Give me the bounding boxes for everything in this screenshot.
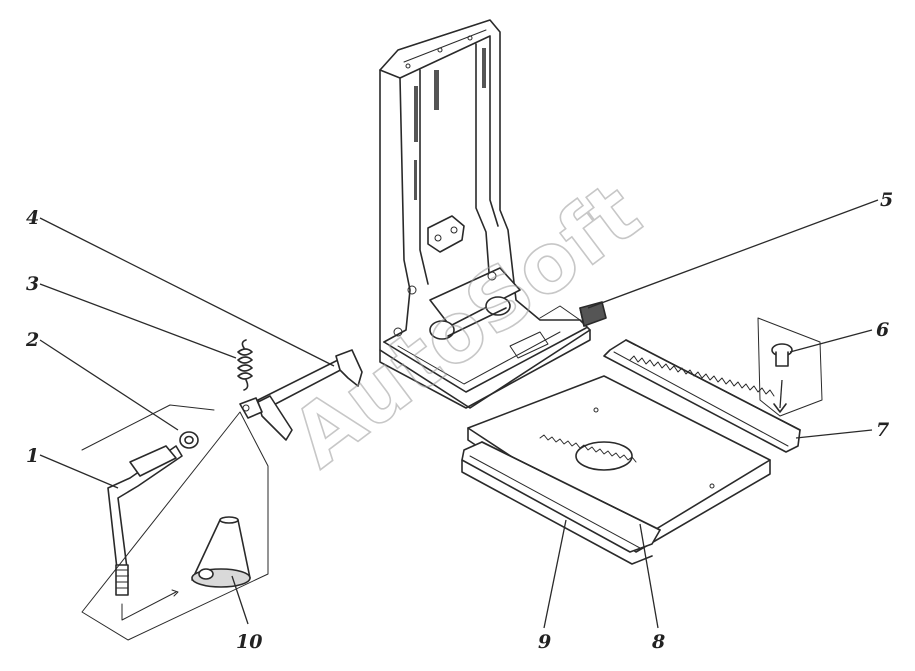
callout-3: 3 [26, 273, 39, 295]
part-1-handle [107, 445, 183, 596]
callout-labels: 1 2 3 4 5 6 7 8 9 10 [25, 189, 893, 653]
callout-2: 2 [25, 329, 39, 351]
part-3-spring [237, 339, 253, 391]
assembly-outline [81, 404, 269, 641]
callout-8: 8 [651, 631, 665, 653]
part-4-lever-shaft [239, 349, 363, 441]
part-7-toothed-rail [603, 339, 801, 453]
leader-lines [39, 199, 879, 629]
part-2-washer [179, 431, 199, 449]
part-8-guide-rail [461, 441, 661, 565]
callout-6: 6 [876, 319, 889, 341]
part-9-slide-plate [467, 375, 771, 553]
part-10-knob [191, 516, 251, 588]
callout-1: 1 [26, 445, 39, 467]
callout-7: 7 [876, 419, 889, 441]
part-5-block [579, 301, 607, 327]
part-6-pin [757, 317, 823, 417]
seat-back-frame [379, 19, 591, 409]
callout-10: 10 [236, 631, 262, 653]
callout-9: 9 [538, 631, 551, 653]
callout-5: 5 [880, 189, 893, 211]
callout-4: 4 [26, 207, 39, 229]
